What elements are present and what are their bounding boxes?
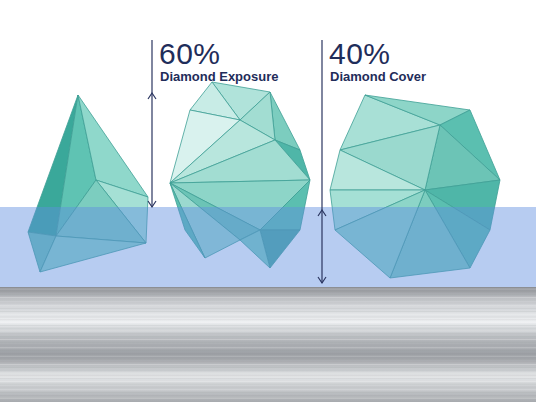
brush-stroke — [0, 339, 536, 340]
brush-stroke — [0, 300, 536, 301]
brush-stroke — [0, 373, 536, 374]
brush-stroke — [0, 333, 536, 334]
dimension-label: Diamond Cover — [330, 70, 426, 84]
brush-stroke — [0, 350, 536, 351]
brush-stroke — [0, 289, 536, 290]
brush-stroke — [0, 291, 536, 292]
dimension-lines — [148, 40, 326, 283]
metal-substrate — [0, 287, 536, 402]
brush-stroke — [0, 387, 536, 388]
brush-stroke — [0, 375, 536, 376]
brush-stroke — [0, 378, 536, 379]
percentage-value: 60% — [159, 37, 221, 70]
brush-stroke — [0, 314, 536, 315]
brush-stroke — [0, 359, 536, 360]
brush-stroke — [0, 398, 536, 399]
brush-stroke — [0, 347, 536, 348]
brush-stroke — [0, 356, 536, 357]
brush-stroke — [0, 389, 536, 390]
bond-layer — [0, 207, 536, 287]
brush-stroke — [0, 342, 536, 343]
brush-stroke — [0, 319, 536, 320]
brush-stroke — [0, 345, 536, 346]
brush-stroke — [0, 331, 536, 332]
brush-stroke — [0, 364, 536, 365]
brush-stroke — [0, 353, 536, 354]
brush-stroke — [0, 384, 536, 385]
brush-stroke — [0, 370, 536, 371]
brush-stroke — [0, 361, 536, 362]
brush-stroke — [0, 294, 536, 295]
brush-stroke — [0, 317, 536, 318]
brush-stroke — [0, 297, 536, 298]
brush-stroke — [0, 381, 536, 382]
brush-stroke — [0, 328, 536, 329]
brush-stroke — [0, 367, 536, 368]
brush-stroke — [0, 308, 536, 309]
brush-stroke — [0, 336, 536, 337]
brush-stroke — [0, 305, 536, 306]
percentage-value: 40% — [329, 37, 391, 70]
dimension-label: Diamond Exposure — [160, 70, 278, 84]
brush-stroke — [0, 392, 536, 393]
brush-stroke — [0, 311, 536, 312]
brush-stroke — [0, 395, 536, 396]
brush-stroke — [0, 325, 536, 326]
brush-stroke — [0, 303, 536, 304]
brushed-texture — [0, 289, 536, 398]
brush-stroke — [0, 322, 536, 323]
